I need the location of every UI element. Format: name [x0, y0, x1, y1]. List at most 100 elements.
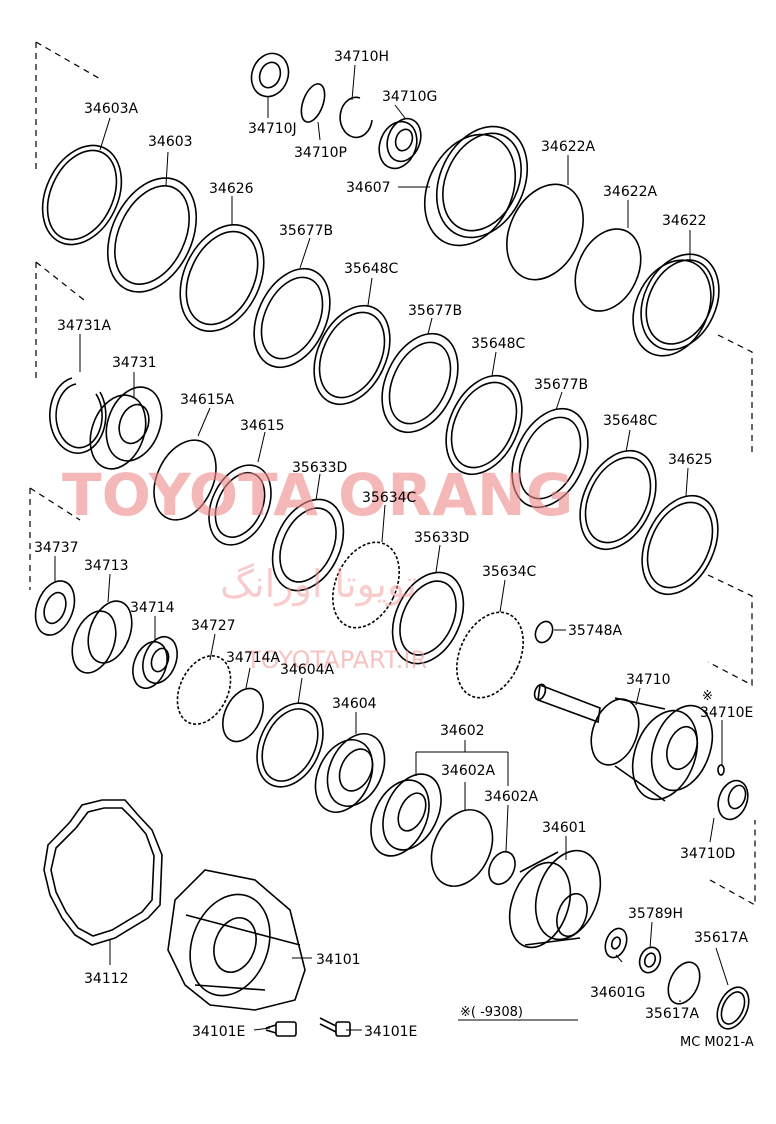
bush-35789h [638, 946, 662, 974]
dashed-guides [29, 41, 756, 907]
part-label: 35648C [471, 336, 526, 352]
part-label: 34714A [226, 650, 281, 666]
part-label: 34626 [209, 181, 254, 197]
o-ring-34602a-2 [488, 850, 516, 886]
part-label: 34603 [148, 134, 193, 150]
plate-35634c-2 [456, 611, 524, 699]
watermark-url: TOYOTAPART.IR [245, 646, 427, 674]
part-label: 34625 [668, 452, 713, 468]
part-label: 34713 [84, 558, 129, 574]
piston-34602 [370, 773, 442, 857]
part-label: 34710P [294, 145, 347, 161]
part-label: 35789H [628, 906, 683, 922]
part-label: 34601G [590, 985, 645, 1001]
part-label: 34602A [484, 789, 539, 805]
snap-ring-34714a [222, 687, 264, 743]
ring-35617a-2 [716, 986, 750, 1030]
part-label: 35617A [694, 930, 749, 946]
disc-35677b-2 [381, 332, 459, 434]
gasket-34112 [43, 799, 163, 946]
part-label: 34731A [57, 318, 112, 334]
bush-34710g [378, 117, 422, 170]
part-label: 34710G [382, 89, 437, 105]
part-label: 34622A [603, 184, 658, 200]
part-label: 34731 [112, 355, 157, 371]
part-label: 34710J [248, 121, 297, 137]
part-label: 35634C [362, 490, 417, 506]
part-label: 35648C [603, 413, 658, 429]
gasket-34112-inner [50, 807, 155, 937]
part-label: 34602 [440, 723, 485, 739]
ring-35748a [534, 620, 554, 644]
part-label: 35677B [534, 377, 588, 393]
part-label: 34710 [626, 672, 671, 688]
part-label: 34604 [332, 696, 377, 712]
bolt-34101e-1 [265, 1021, 297, 1037]
part-label: 35634C [482, 564, 537, 580]
washer-34601g [604, 927, 628, 959]
washer-34727 [176, 655, 232, 725]
part-label: 34602A [441, 763, 496, 779]
diagram-code: MC M021-A [680, 1035, 754, 1050]
watermark-persian: تویوتا اورانگ [220, 562, 417, 607]
shaft-34710 [533, 683, 714, 802]
part-label: 35677B [279, 223, 333, 239]
o-ring-34602a-1 [430, 809, 494, 887]
retainer-34604 [314, 733, 386, 813]
one-way-clutch-34713 [71, 600, 133, 674]
part-label: 34615 [240, 418, 285, 434]
ring-35617a-1 [667, 961, 701, 1005]
part-label: 34603A [84, 101, 139, 117]
part-label: 34112 [84, 971, 129, 987]
plate-34626 [179, 223, 265, 333]
plate-34625 [641, 494, 719, 596]
part-labels: 34603A 34603 34626 34710H 34710J 34710P … [34, 49, 753, 1040]
part-label: 34615A [180, 392, 235, 408]
part-label: 34601 [542, 820, 587, 836]
snap-ring-34731a [49, 377, 107, 454]
part-label: 35748A [568, 623, 623, 639]
part-label: 35677B [408, 303, 462, 319]
spring-retainer-34603 [106, 177, 198, 293]
disc-35633d-1 [271, 498, 345, 592]
part-label: 34101 [316, 952, 361, 968]
bush-34710d [717, 779, 749, 821]
part-label: 34710E [700, 705, 753, 721]
plate-35648c-2 [445, 374, 523, 476]
part-label: 34622 [662, 213, 707, 229]
part-label: 34101E [192, 1024, 245, 1040]
clip-34710h [339, 96, 373, 139]
part-label: 35617A [645, 1006, 700, 1022]
part-label: 34737 [34, 540, 79, 556]
part-label: 34727 [191, 618, 236, 634]
ring-34710p [300, 83, 326, 123]
snap-ring-34615a [153, 439, 217, 521]
part-label: 34101E [364, 1024, 417, 1040]
leader-lines [54, 64, 729, 1031]
drum-34607 [423, 125, 529, 247]
pin-34710e [717, 764, 725, 776]
part-label: 34604A [280, 662, 335, 678]
part-label: 35648C [344, 261, 399, 277]
disc-35677b-3 [511, 407, 589, 509]
case-34101 [167, 869, 306, 1011]
hub-34731 [89, 386, 163, 470]
snap-ring-34604a [256, 702, 324, 788]
ring-34615 [208, 464, 272, 546]
snap-ring-34603a [41, 144, 123, 246]
part-label: 35633D [292, 460, 347, 476]
drum-34622 [632, 253, 720, 357]
date-range-note: ※( -9308) [460, 1005, 523, 1020]
plate-35648c-3 [579, 449, 657, 551]
part-label: 34714 [130, 600, 175, 616]
watermark-main: TOYOTA ORANG [62, 461, 573, 529]
bolt-34101e-2 [319, 1017, 351, 1037]
part-label: 35633D [414, 530, 469, 546]
bearing-34714 [132, 635, 178, 690]
part-label: 34710H [334, 49, 389, 65]
o-ring-34622a-2 [574, 228, 642, 312]
o-ring-34622a-1 [506, 183, 584, 281]
disc-35633d-2 [391, 571, 465, 665]
